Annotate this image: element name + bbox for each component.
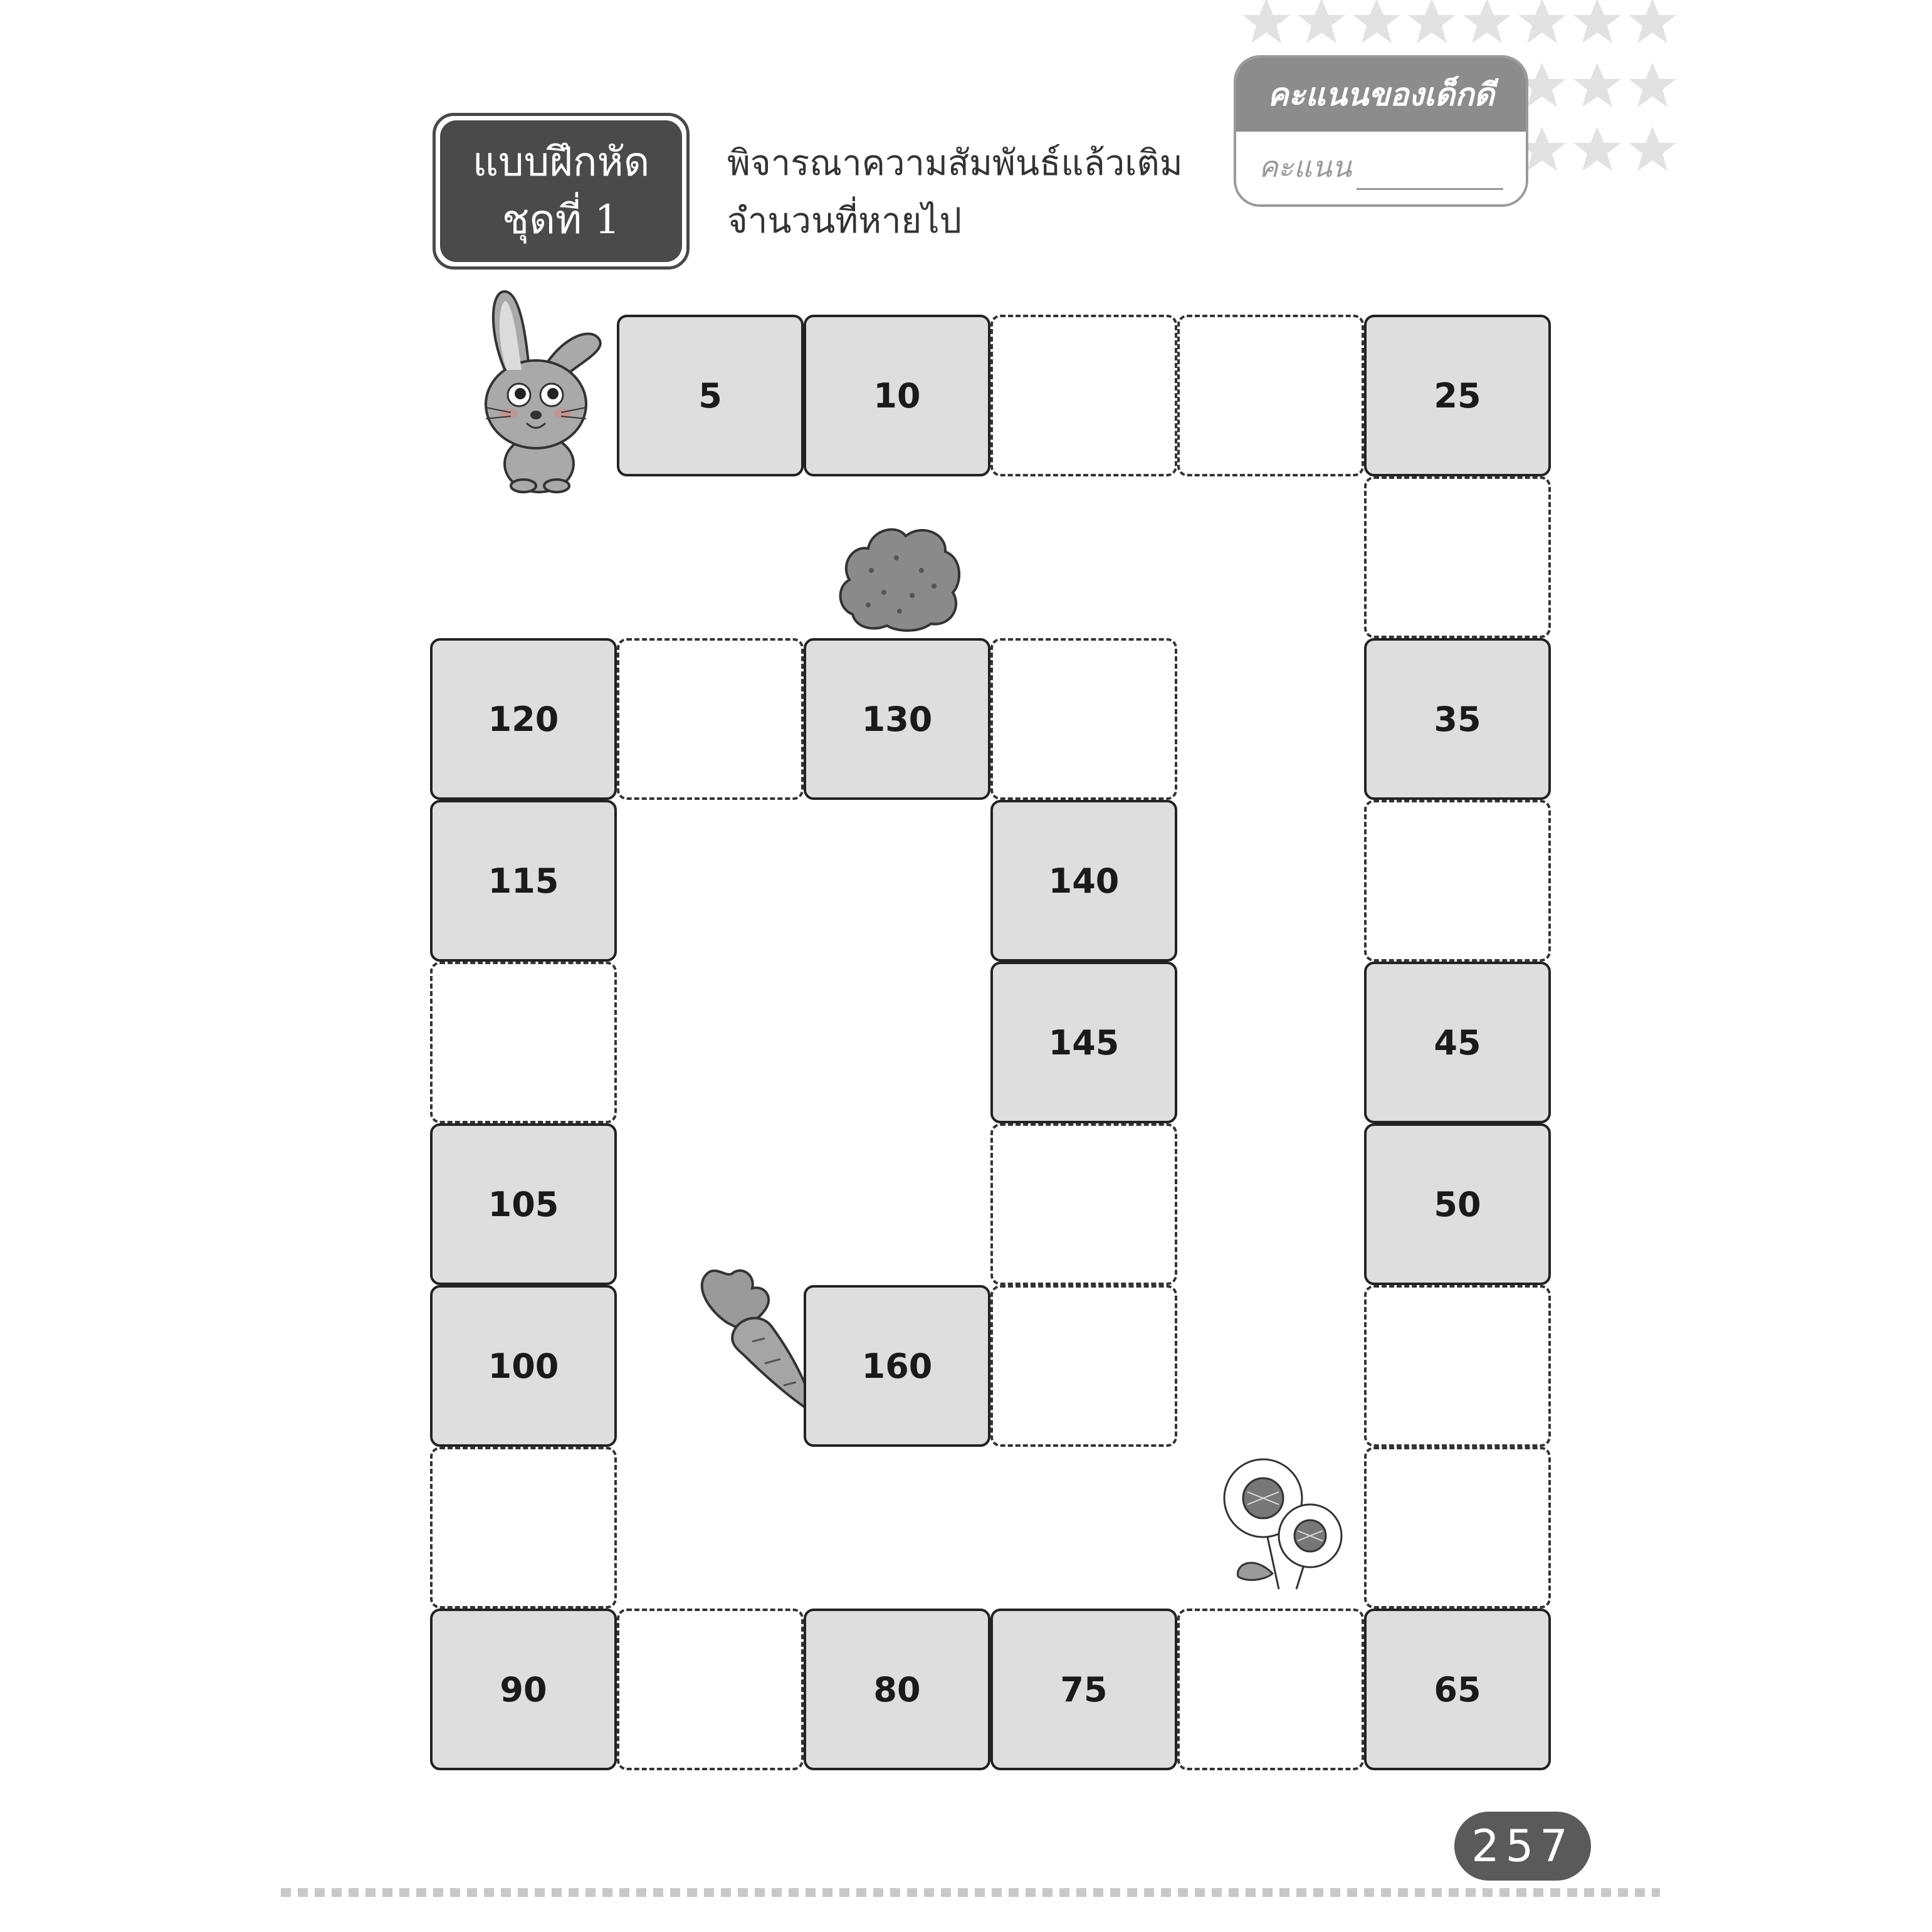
- cell-29: 145: [990, 962, 1177, 1123]
- cell-15: 75: [990, 1609, 1177, 1770]
- cell-22-answer[interactable]: [430, 962, 617, 1123]
- cell-30-answer[interactable]: [990, 1123, 1177, 1285]
- cell-25-answer[interactable]: [617, 638, 804, 800]
- cell-16: 80: [804, 1609, 990, 1770]
- cell-23: 115: [430, 800, 617, 962]
- title-line-1: แบบฝึกหัด: [472, 139, 650, 186]
- cell-7: 35: [1364, 638, 1551, 800]
- score-box-header: คะแนนของเด็กดี: [1236, 58, 1526, 132]
- page-number: 257: [1454, 1812, 1591, 1881]
- cell-11-answer[interactable]: [1364, 1285, 1551, 1447]
- cell-19-answer[interactable]: [430, 1447, 617, 1609]
- score-label: คะแนน: [1259, 150, 1352, 184]
- cell-3-answer[interactable]: [990, 315, 1177, 476]
- cell-27-answer[interactable]: [990, 638, 1177, 800]
- cell-13: 65: [1364, 1609, 1551, 1770]
- score-answer-line[interactable]: [1357, 157, 1503, 190]
- cell-4-answer[interactable]: [1177, 315, 1364, 476]
- cell-26: 130: [804, 638, 990, 800]
- cell-2: 10: [804, 315, 990, 476]
- cell-17-answer[interactable]: [617, 1609, 804, 1770]
- cell-24: 120: [430, 638, 617, 800]
- cell-32: 160: [804, 1285, 990, 1447]
- sunflower-icon: [1223, 1458, 1343, 1590]
- cell-1: 5: [617, 315, 804, 476]
- instruction-line-2: จำนวนที่หายไป: [727, 201, 962, 241]
- cell-20: 100: [430, 1285, 617, 1447]
- instruction-line-1: พิจารณาความสัมพันธ์แล้วเติม: [727, 143, 1183, 184]
- cell-21: 105: [430, 1123, 617, 1285]
- score-box: คะแนนของเด็กดี คะแนน: [1234, 55, 1528, 207]
- exercise-title-badge: แบบฝึกหัด ชุดที่ 1: [433, 113, 690, 270]
- rabbit-icon: [485, 290, 602, 493]
- cell-14-answer[interactable]: [1177, 1609, 1364, 1770]
- cell-18: 90: [430, 1609, 617, 1770]
- cell-9: 45: [1364, 962, 1551, 1123]
- cell-12-answer[interactable]: [1364, 1447, 1551, 1609]
- carrot-icon: [700, 1269, 817, 1416]
- instruction-text: พิจารณาความสัมพันธ์แล้วเติม จำนวนที่หายไ…: [727, 135, 1241, 250]
- cell-6-answer[interactable]: [1364, 476, 1551, 638]
- cell-5: 25: [1364, 315, 1551, 476]
- bush-icon: [839, 528, 961, 632]
- cell-28: 140: [990, 800, 1177, 962]
- footer-divider: [281, 1888, 1660, 1897]
- cell-10: 50: [1364, 1123, 1551, 1285]
- title-line-2: ชุดที่ 1: [501, 197, 621, 243]
- cell-31-answer[interactable]: [990, 1285, 1177, 1447]
- cell-8-answer[interactable]: [1364, 800, 1551, 962]
